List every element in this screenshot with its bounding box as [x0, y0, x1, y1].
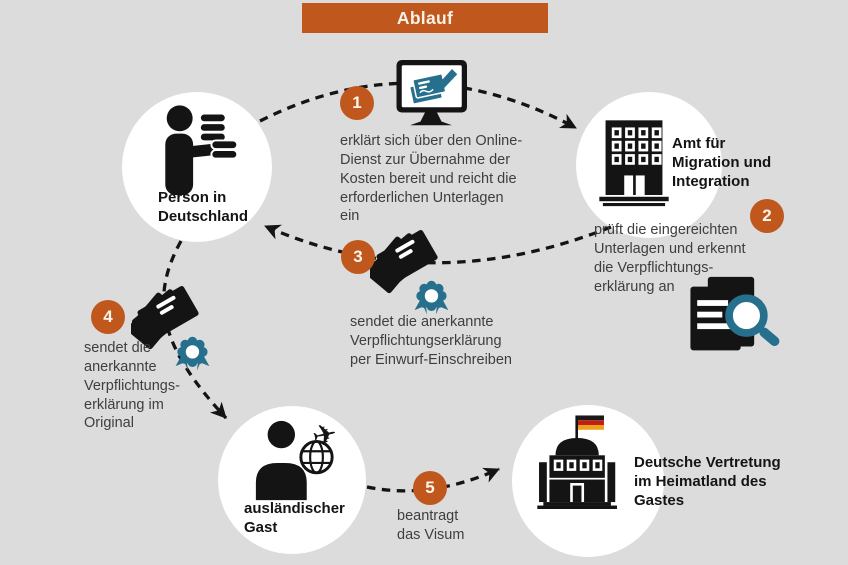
step-badge-3: 3 — [341, 240, 375, 274]
node-label-person-in-deutschland: Person in Deutschland — [158, 189, 249, 226]
step-text-2: prüft die eingereichten Unterlagen und e… — [594, 222, 746, 295]
step-text-3: sendet die anerkannte Verpflichtungserkl… — [350, 314, 512, 368]
step-badge-5: 5 — [413, 471, 447, 505]
step-badge-2: 2 — [750, 199, 784, 233]
traveler-globe-plane-icon: ✈ — [255, 418, 340, 501]
node-vertretung: Deutsche Vertretung im Heimatland des Ga… — [512, 405, 781, 557]
node-amt: Amt für Migration und Integration — [576, 92, 771, 238]
node-gast: ✈ ausländischer Gast — [218, 406, 366, 554]
office-building-icon — [599, 120, 669, 207]
step-text-5: beantragt das Visum — [397, 508, 465, 543]
node-label-vertretung: Deutsche Vertretung im Heimatland des Ga… — [634, 454, 781, 510]
arrow-person-to-gast — [162, 240, 228, 420]
node-person-in-deutschland: Person in Deutschland — [122, 92, 272, 242]
online-service-monitor-icon — [396, 60, 467, 126]
title-bar: Ablauf — [302, 3, 548, 33]
node-label-amt: Amt für Migration und Integration — [672, 135, 772, 191]
step-number: 3 — [353, 247, 363, 266]
step-badge-4: 4 — [91, 300, 125, 334]
node-label-gast: ausländischer Gast — [244, 500, 345, 537]
step-number: 4 — [103, 307, 113, 326]
document-magnifier-icon — [690, 276, 780, 351]
step-number: 5 — [425, 478, 435, 497]
arrow-amt-to-person — [264, 224, 612, 265]
step-badge-1: 1 — [340, 86, 374, 120]
step-number: 2 — [762, 206, 772, 225]
step-text-1: erklärt sich über den Online- Dienst zur… — [340, 133, 523, 225]
embassy-building-flag-icon — [537, 415, 617, 509]
person-with-coins-icon — [165, 105, 239, 196]
certified-document-icon — [370, 229, 449, 315]
step-number: 1 — [352, 93, 362, 112]
step-text-4: sendet die anerkannte Verpflichtungs- er… — [84, 340, 180, 432]
page-title: Ablauf — [396, 7, 454, 28]
